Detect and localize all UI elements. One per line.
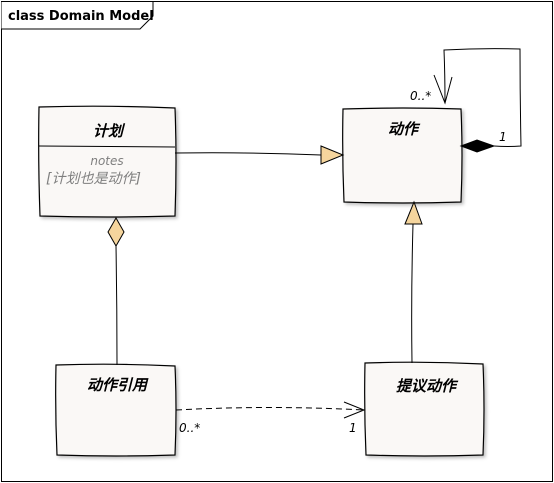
class-plan-divider bbox=[38, 145, 176, 148]
class-plan-name: 计划 bbox=[93, 122, 126, 140]
class-plan-notes-label: notes bbox=[90, 154, 123, 168]
class-plan-notes-text: [计划也是动作] bbox=[46, 171, 141, 187]
association-arrowhead bbox=[343, 401, 366, 419]
class-proposed-action[interactable]: 提议动作 bbox=[364, 361, 485, 457]
frame-title-tab bbox=[1, 1, 154, 30]
class-proposed-action-name: 提议动作 bbox=[396, 377, 459, 395]
aggregation-diamond bbox=[107, 216, 125, 248]
generalization-arrowhead bbox=[320, 145, 345, 165]
class-action[interactable]: 动作 bbox=[342, 107, 463, 204]
generalization-plan-to-action[interactable] bbox=[174, 145, 345, 165]
class-plan[interactable]: 计划 notes [计划也是动作] bbox=[38, 105, 177, 218]
generalization-arrowhead bbox=[404, 200, 423, 225]
multiplicity-ref-many: 0..* bbox=[179, 421, 200, 435]
generalization-proposed-to-action[interactable] bbox=[404, 200, 423, 364]
association-arrowhead bbox=[433, 74, 453, 105]
multiplicity-proposed-one: 1 bbox=[349, 421, 357, 435]
multiplicity-action-self-many: 0..* bbox=[410, 89, 431, 103]
aggregation-plan-action-ref[interactable] bbox=[107, 216, 125, 366]
class-action-ref[interactable]: 动作引用 bbox=[55, 363, 177, 457]
multiplicity-action-self-one: 1 bbox=[499, 130, 507, 144]
class-action-ref-name: 动作引用 bbox=[87, 376, 149, 394]
frame-title: class Domain Model bbox=[8, 9, 154, 24]
class-action-name: 动作 bbox=[388, 120, 421, 138]
composition-action-self[interactable] bbox=[433, 48, 522, 153]
association-ref-to-proposed[interactable] bbox=[175, 401, 366, 419]
